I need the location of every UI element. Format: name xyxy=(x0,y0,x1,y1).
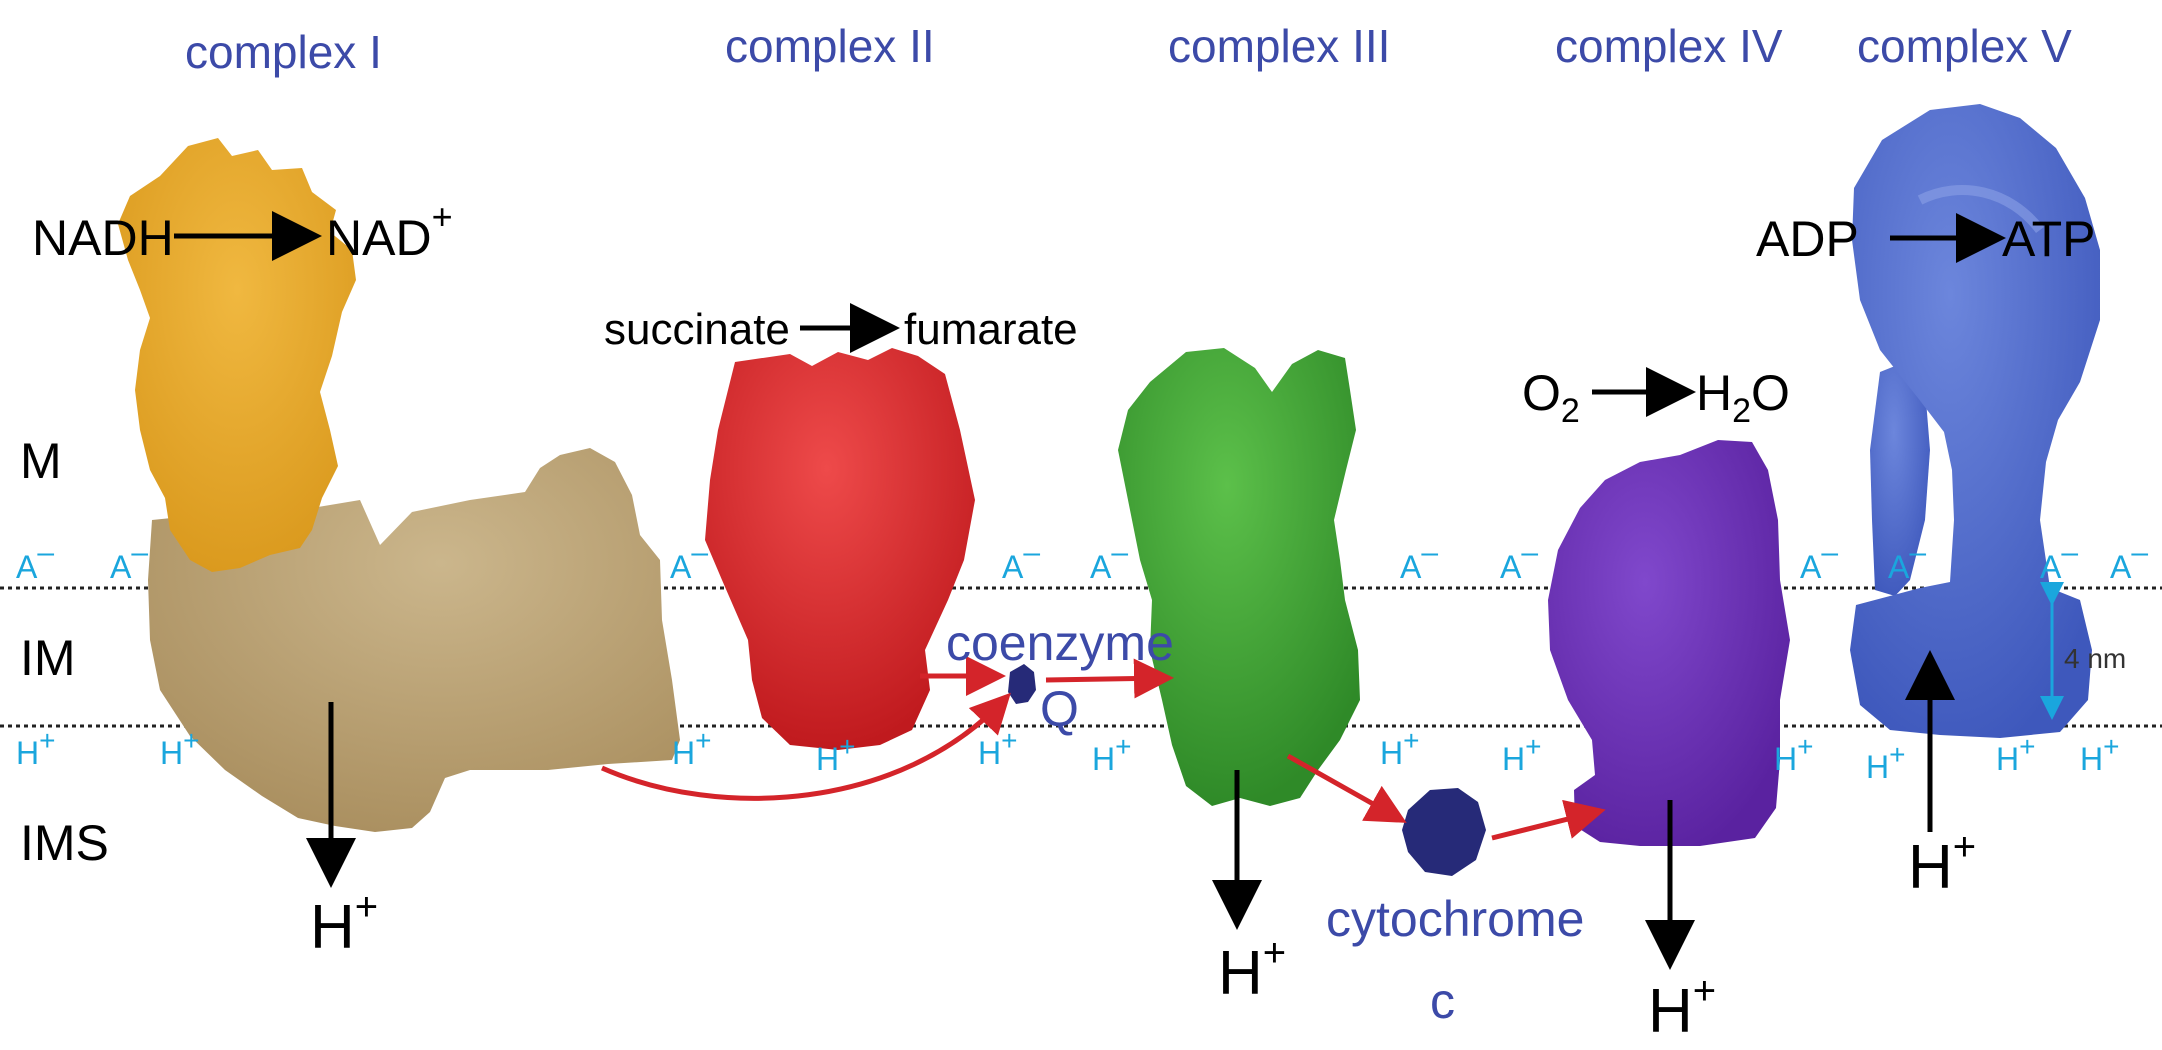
proton-marker: H+ xyxy=(1866,739,1905,785)
complex-v-inner-highlight xyxy=(1917,185,2044,234)
proton-marker: H+ xyxy=(1502,731,1541,777)
anion-marker: A– xyxy=(1090,536,1128,585)
anion-marker: A– xyxy=(110,536,148,585)
proton-marker: H+ xyxy=(1774,731,1813,777)
complex-i-title: complex I xyxy=(185,26,382,78)
complex-ii-body xyxy=(705,348,975,750)
anion-marker: A– xyxy=(670,536,708,585)
proton-marker: H+ xyxy=(160,725,199,771)
complex-v-title: complex V xyxy=(1857,20,2072,72)
proton-marker: H+ xyxy=(16,725,55,771)
anion-marker: A– xyxy=(2110,536,2148,585)
coenzyme-q-molecule xyxy=(1008,664,1036,704)
proton-row: H+ H+ H+ H+ H+ H+ H+ H+ H+ H+ H+ H+ xyxy=(16,725,2119,785)
complex-iv-body xyxy=(1548,440,1790,846)
proton-c3: H+ xyxy=(1218,931,1286,1008)
proton-c1: H+ xyxy=(310,885,378,962)
proton-c4: H+ xyxy=(1648,969,1716,1046)
anion-marker: A– xyxy=(1888,536,1926,585)
cytochrome-c-label: cytochrome xyxy=(1326,891,1584,947)
proton-marker: H+ xyxy=(1092,731,1131,777)
complex-v-body xyxy=(1850,104,2100,738)
reaction-c1-product: NAD+ xyxy=(326,196,453,266)
region-label-inner-membrane: IM xyxy=(20,630,76,686)
anion-marker: A– xyxy=(1400,536,1438,585)
complex-iii-body xyxy=(1118,348,1360,806)
region-label-ims: IMS xyxy=(20,815,109,871)
region-label-matrix: M xyxy=(20,433,62,489)
coenzyme-q-label-letter: Q xyxy=(1040,681,1079,737)
proton-marker: H+ xyxy=(978,725,1017,771)
complex-iv-title: complex IV xyxy=(1555,20,1783,72)
proton-marker: H+ xyxy=(2080,731,2119,777)
anion-marker: A– xyxy=(1500,536,1538,585)
proton-marker: H+ xyxy=(1996,731,2035,777)
anion-marker: A– xyxy=(1002,536,1040,585)
anion-marker: A– xyxy=(16,536,54,585)
reaction-c5-product: ATP xyxy=(2002,211,2096,267)
reaction-c4-product: H2O xyxy=(1696,365,1790,430)
reaction-c5-substrate: ADP xyxy=(1756,211,1859,267)
reaction-c1-substrate: NADH xyxy=(32,210,174,266)
complex-v-stalk xyxy=(1870,362,1930,596)
reaction-c2-product: fumarate xyxy=(904,305,1078,354)
electron-arrow-c3-to-cyt xyxy=(1286,753,1407,823)
proton-marker: H+ xyxy=(1380,725,1419,771)
anion-row: A– A– A– A– A– A– A– A– A– A– A– xyxy=(16,536,2148,585)
reaction-c2-substrate: succinate xyxy=(604,305,790,354)
proton-marker: H+ xyxy=(672,725,711,771)
cytochrome-c-label-letter: c xyxy=(1430,973,1455,1029)
complex-ii-title: complex II xyxy=(725,20,935,72)
complex-iii-title: complex III xyxy=(1168,20,1390,72)
membrane-thickness-label: 4 nm xyxy=(2064,643,2126,674)
reaction-c4-substrate: O2 xyxy=(1522,365,1580,430)
proton-marker: H+ xyxy=(816,731,855,777)
electron-arrow-cyt-to-c4 xyxy=(1491,799,1606,841)
proton-c5: H+ xyxy=(1908,825,1976,902)
electron-arrow-c1-to-q xyxy=(600,692,1011,801)
cytochrome-c-molecule xyxy=(1402,788,1486,876)
anion-marker: A– xyxy=(2040,536,2078,585)
electron-arrow-q-to-c3 xyxy=(1045,658,1174,699)
coenzyme-q-label: coenzyme xyxy=(946,615,1174,671)
anion-marker: A– xyxy=(1800,536,1838,585)
